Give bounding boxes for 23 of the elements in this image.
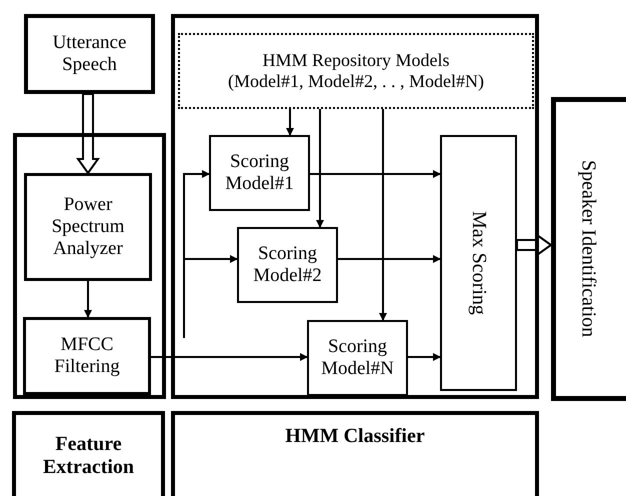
module-panel (171, 14, 539, 399)
output-box: Speaker Identification (551, 97, 626, 401)
repository-box: HMM Repository Models (Model#1, Model#2, . . , Model#N) (178, 33, 534, 109)
arrow (286, 109, 294, 136)
process-box: Scoring Model#1 (209, 135, 310, 211)
arrow (151, 353, 308, 361)
process-box: Max Scoring (440, 135, 517, 391)
arrow (316, 109, 324, 228)
arrow (84, 281, 92, 318)
arrow (338, 255, 441, 263)
input-box: Utterance Speech (24, 14, 155, 94)
module-panel (13, 133, 166, 399)
block-arrow (76, 93, 100, 175)
process-box: Scoring Model#2 (237, 227, 338, 303)
section-label-box: HMM Classifier (171, 411, 539, 496)
process-box: Scoring Model#N (307, 320, 408, 396)
arrow (379, 109, 387, 321)
process-box: MFCC Filtering (23, 317, 151, 395)
arrow (408, 353, 441, 361)
process-box: Power Spectrum Analyzer (24, 173, 152, 281)
section-label-box: Feature Extraction (12, 411, 165, 496)
arrow (310, 170, 441, 178)
arrow (183, 255, 238, 338)
